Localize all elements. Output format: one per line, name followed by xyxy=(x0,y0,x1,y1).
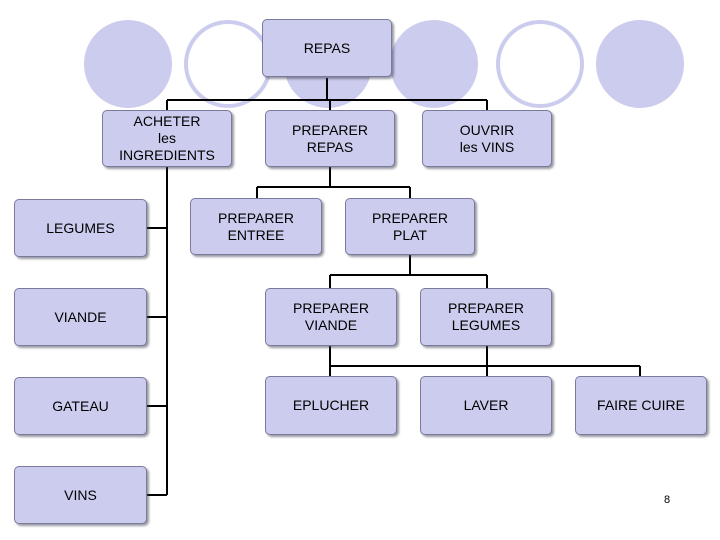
node-laver: LAVER xyxy=(420,376,552,435)
node-preparer-legumes: PREPARER LEGUMES xyxy=(420,288,552,346)
node-gateau: GATEAU xyxy=(14,377,147,435)
decorative-circle xyxy=(84,20,172,108)
node-eplucher: EPLUCHER xyxy=(265,376,397,435)
node-preparer-entree: PREPARER ENTREE xyxy=(190,198,322,255)
node-preparer-repas: PREPARER REPAS xyxy=(265,110,395,167)
decorative-ring xyxy=(496,20,584,108)
decorative-circle xyxy=(596,20,684,108)
node-viande: VIANDE xyxy=(14,288,147,346)
node-preparer-plat: PREPARER PLAT xyxy=(345,198,475,255)
node-acheter-ingredients: ACHETER les INGREDIENTS xyxy=(102,110,232,167)
node-legumes: LEGUMES xyxy=(14,199,147,257)
decorative-circle xyxy=(390,20,478,108)
node-vins: VINS xyxy=(14,466,147,524)
node-ouvrir-vins: OUVRIR les VINS xyxy=(422,110,552,167)
page-number: 8 xyxy=(664,494,671,506)
node-preparer-viande: PREPARER VIANDE xyxy=(265,288,397,346)
node-faire-cuire: FAIRE CUIRE xyxy=(575,376,707,435)
node-repas: REPAS xyxy=(262,19,392,77)
